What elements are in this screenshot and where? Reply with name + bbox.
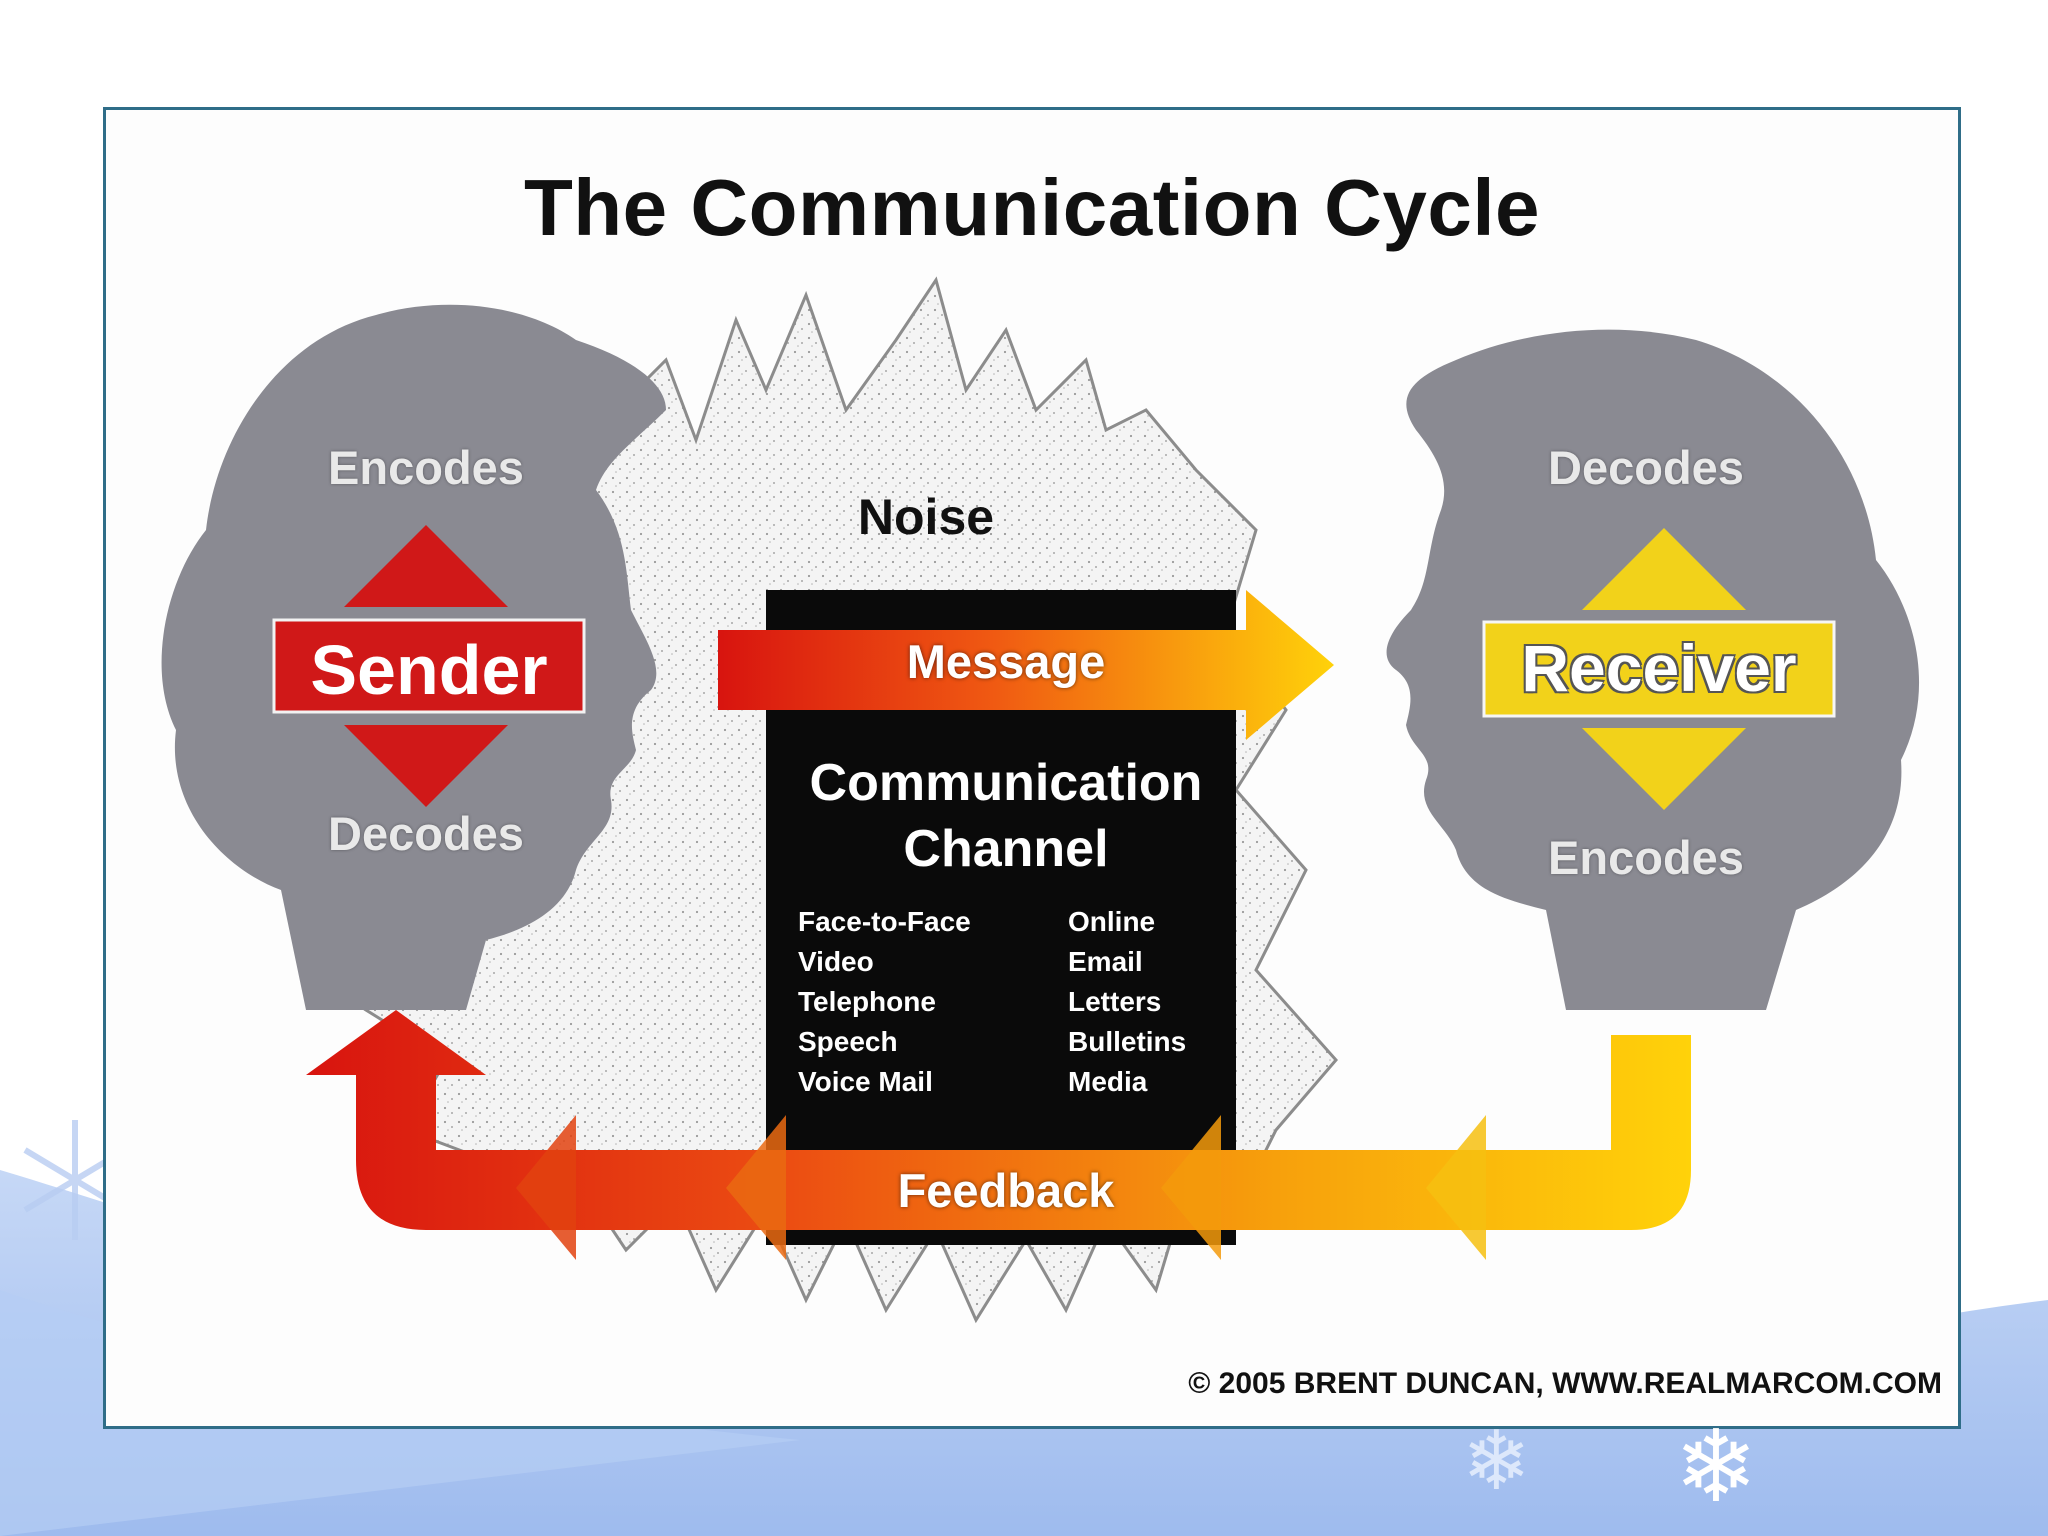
channel-title-line-2: Channel [756,816,1256,882]
diagram-title: The Communication Cycle [106,162,1958,254]
receiver-decodes-label: Decodes [1496,440,1796,495]
channel-title: Communication Channel [756,750,1256,882]
channel-item: Face-to-Face [798,902,971,942]
channel-item: Voice Mail [798,1062,971,1102]
channel-item: Email [1068,942,1186,982]
channel-list-right: Online Email Letters Bulletins Media [1068,902,1186,1102]
snowflake-icon: ❄ [1674,1408,1758,1525]
channel-item: Video [798,942,971,982]
feedback-chevron [1426,1115,1486,1260]
copyright-notice: © 2005 BRENT DUNCAN, WWW.REALMARCOM.COM [1082,1367,1942,1401]
sender-decodes-label: Decodes [276,806,576,861]
channel-item: Media [1068,1062,1186,1102]
feedback-label: Feedback [866,1163,1146,1218]
communication-cycle-figure: The Communication Cycle Noise Encodes Se… [103,107,1961,1429]
sender-label: Sender [274,630,584,710]
channel-item: Telephone [798,982,971,1022]
channel-item: Letters [1068,982,1186,1022]
snowflake-icon: ❄ [1462,1414,1531,1509]
message-label: Message [866,634,1146,689]
sender-encodes-label: Encodes [276,440,576,495]
receiver-label: Receiver [1484,630,1834,706]
channel-title-line-1: Communication [756,750,1256,816]
channel-item: Bulletins [1068,1022,1186,1062]
receiver-encodes-label: Encodes [1496,830,1796,885]
noise-label: Noise [826,488,1026,546]
channel-item: Online [1068,902,1186,942]
channel-item: Speech [798,1022,971,1062]
channel-list-left: Face-to-Face Video Telephone Speech Voic… [798,902,971,1102]
